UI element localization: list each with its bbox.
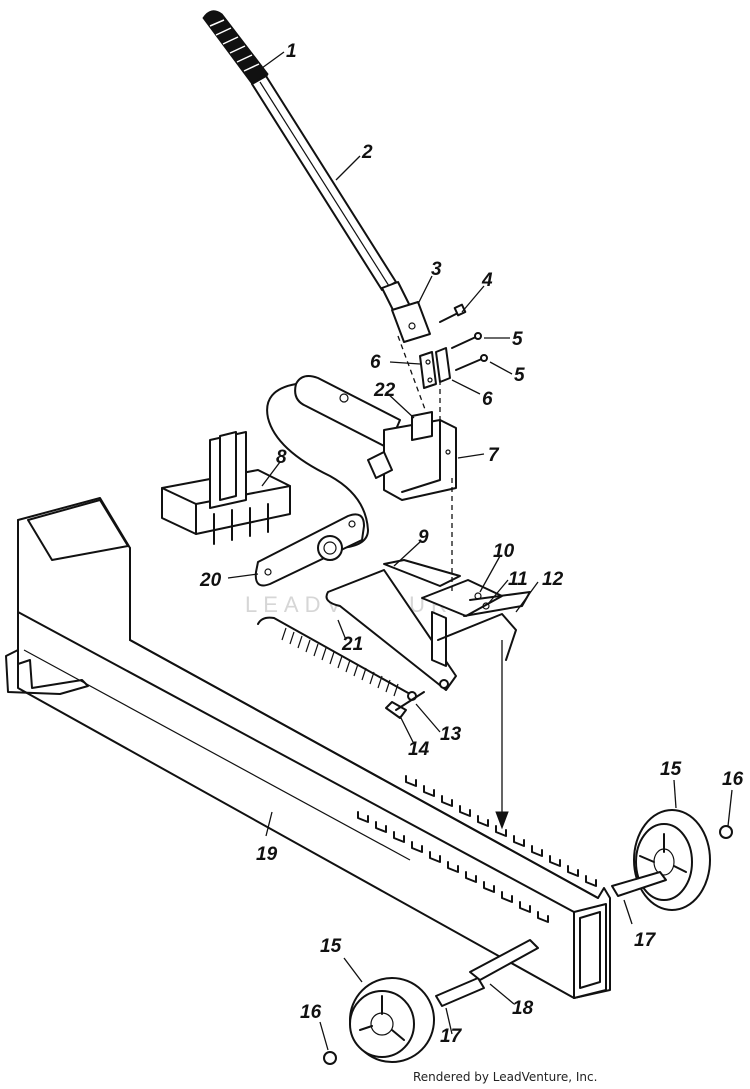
part-handle-socket — [381, 281, 431, 343]
beam-notches — [357, 775, 597, 923]
part-handle-tube — [251, 75, 397, 291]
callout-2: 2 — [361, 142, 373, 163]
callout-labels: 1 2 3 4 5 5 6 6 7 8 9 10 11 12 13 14 15 … — [199, 41, 744, 1047]
part-mount-plate — [254, 513, 365, 587]
part-wheel-right — [611, 809, 733, 911]
callout-22: 22 — [373, 380, 396, 401]
part-handle-arm — [437, 613, 517, 661]
callout-15b: 15 — [320, 936, 342, 957]
callout-11: 11 — [508, 569, 528, 590]
callout-16a: 16 — [722, 769, 744, 790]
alignment-lines — [397, 335, 509, 830]
callout-15a: 15 — [660, 759, 682, 780]
callout-1: 1 — [286, 41, 297, 62]
callout-6b: 6 — [482, 389, 493, 410]
callout-14: 14 — [408, 739, 430, 760]
callout-19: 19 — [256, 844, 278, 865]
callout-18: 18 — [512, 998, 534, 1019]
callout-13: 13 — [440, 724, 462, 745]
part-wheel-left — [323, 939, 539, 1065]
callout-5a: 5 — [512, 329, 523, 350]
callout-17a: 17 — [634, 930, 657, 951]
callout-9: 9 — [418, 527, 429, 548]
part-links — [419, 347, 451, 389]
callout-7: 7 — [488, 445, 500, 466]
callout-16b: 16 — [300, 1002, 322, 1023]
callout-leaders — [227, 51, 733, 1051]
callout-3: 3 — [431, 259, 442, 280]
part-lever-bracket — [325, 559, 531, 691]
callout-21: 21 — [341, 634, 363, 655]
part-bolt-14 — [385, 691, 425, 719]
callout-12: 12 — [542, 569, 564, 590]
render-credit: Rendered by LeadVenture, Inc. — [413, 1070, 598, 1084]
callout-20: 20 — [199, 570, 222, 591]
part-bolts — [439, 303, 488, 371]
callout-4: 4 — [481, 270, 493, 291]
callout-17b: 17 — [440, 1026, 463, 1047]
callout-8: 8 — [276, 447, 287, 468]
part-handle-grip — [202, 10, 269, 85]
callout-6a: 6 — [370, 352, 381, 373]
callout-5b: 5 — [514, 365, 525, 386]
part-main-beam — [5, 497, 611, 999]
callout-10: 10 — [493, 541, 515, 562]
part-wedge-block — [161, 431, 291, 545]
